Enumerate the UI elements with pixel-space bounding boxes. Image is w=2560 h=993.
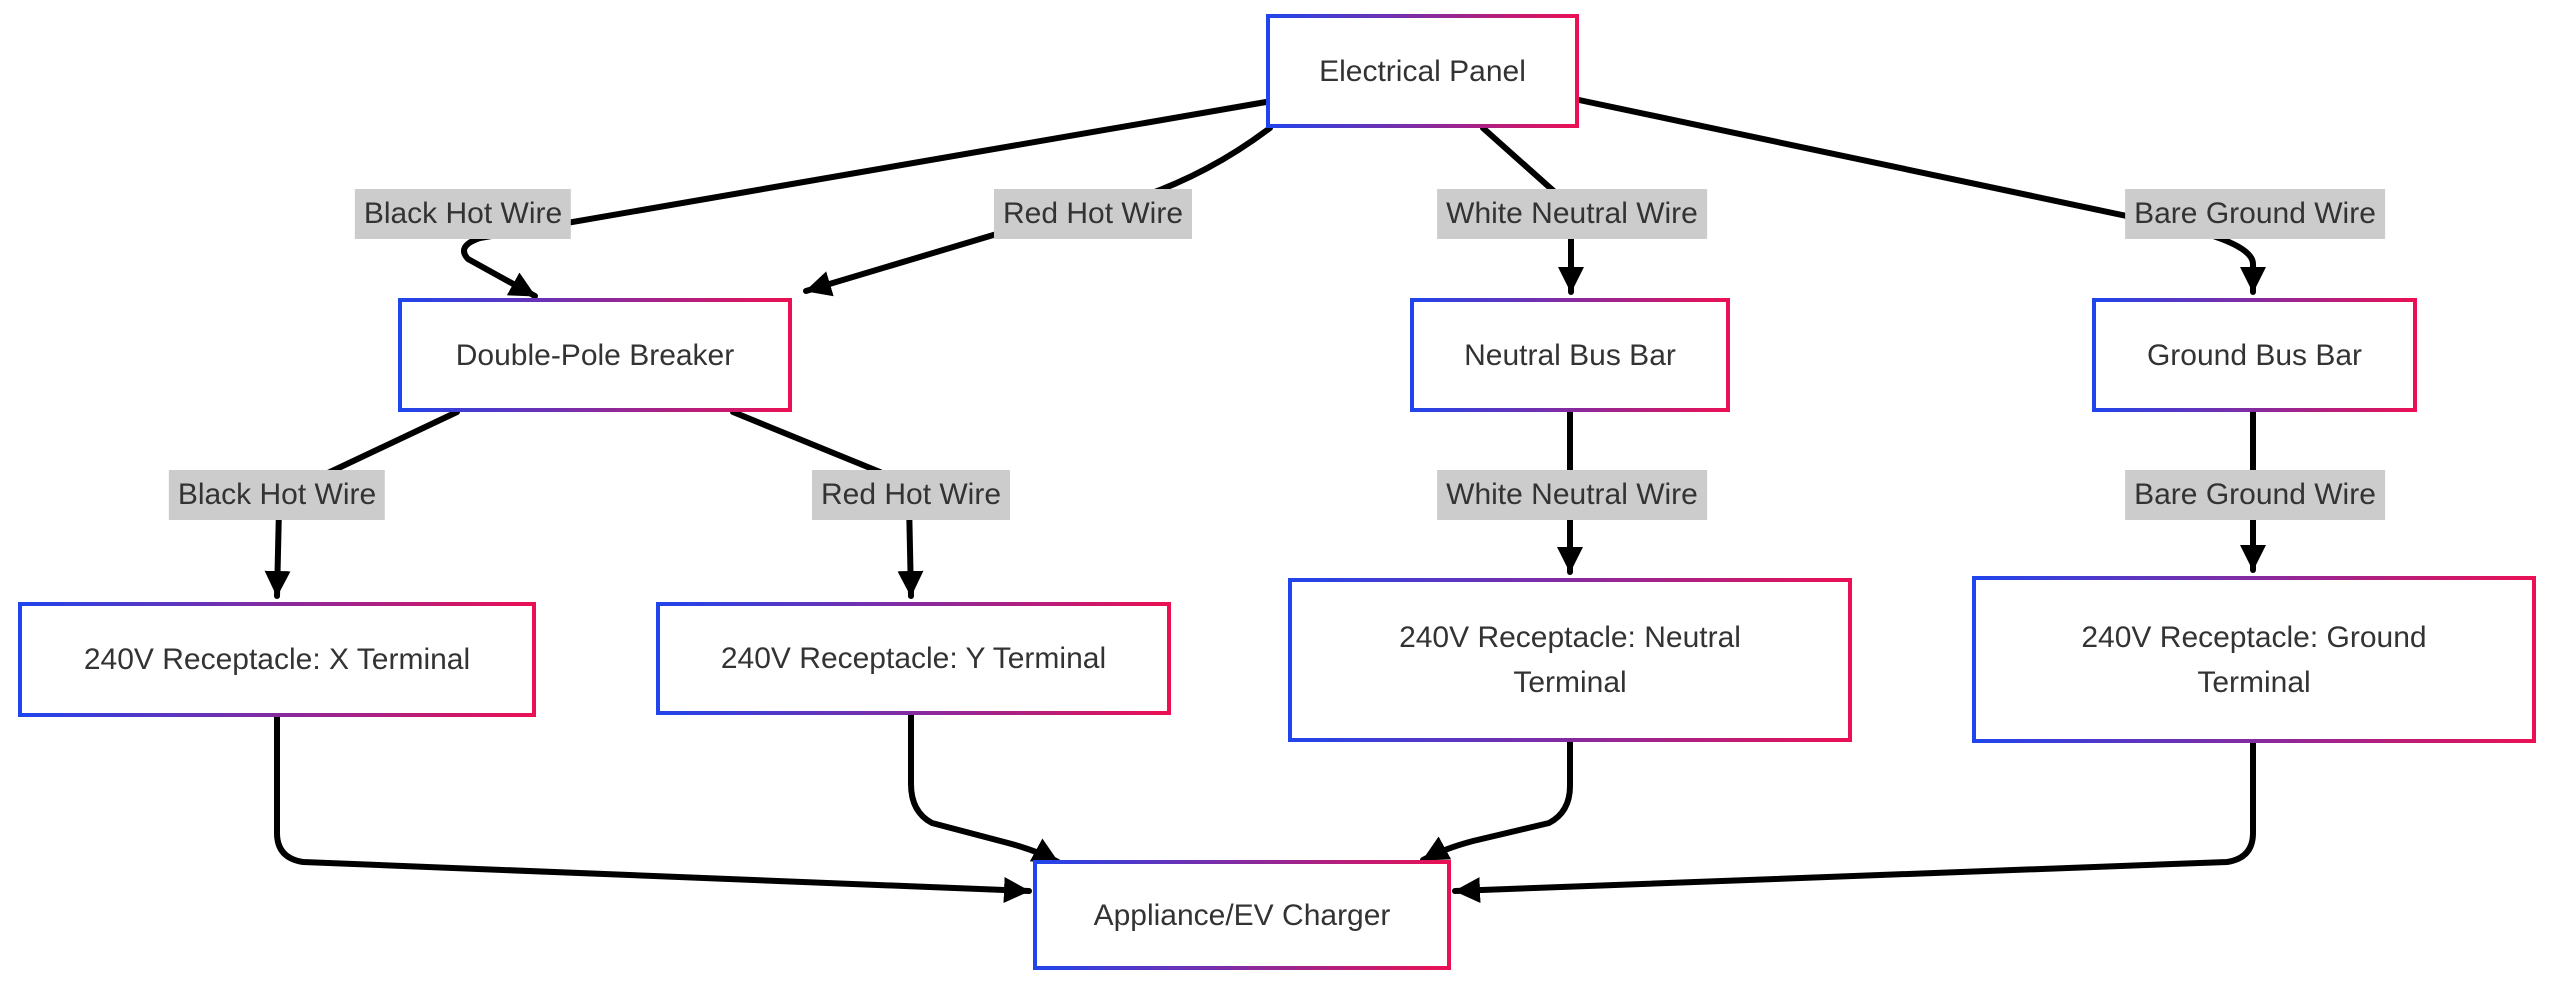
edge-receptacle-ground-to-appliance [1452, 740, 2256, 904]
node-box: Appliance/EV Charger [1037, 864, 1447, 966]
node-box: 240V Receptacle: Y Terminal [660, 606, 1167, 711]
edge-label-red-hot-wire-bottom: Red Hot Wire [811, 470, 1011, 520]
edge-label-white-neutral-wire-bottom: White Neutral Wire [1437, 470, 1707, 520]
node-box: Ground Bus Bar [2096, 302, 2413, 408]
node-box: Double-Pole Breaker [402, 302, 788, 408]
edge-receptacle-y-to-appliance [908, 712, 1061, 865]
node-label: 240V Receptacle: Y Terminal [720, 642, 1107, 675]
edge-label-bare-ground-wire-bottom: Bare Ground Wire [2125, 470, 2385, 520]
node-label: Ground Bus Bar [2146, 338, 2363, 372]
edge-label-black-hot-wire-top: Black Hot Wire [354, 189, 572, 239]
node-receptacle-neutral-terminal: 240V Receptacle: Neutral Terminal [1288, 578, 1852, 742]
node-receptacle-y-terminal: 240V Receptacle: Y Terminal [656, 602, 1171, 715]
edge-label-white-neutral-wire-top: White Neutral Wire [1437, 189, 1707, 239]
edge-receptacle-neutral-to-appliance [1420, 739, 1573, 863]
edge-label-black-hot-wire-bottom: Black Hot Wire [168, 470, 386, 520]
node-neutral-bus-bar: Neutral Bus Bar [1410, 298, 1730, 412]
node-label: 240V Receptacle: X Terminal [83, 643, 471, 676]
node-label: 240V Receptacle: Neutral Terminal [1399, 621, 1741, 699]
node-label: 240V Receptacle: Ground Terminal [2081, 620, 2427, 699]
node-appliance-ev-charger: Appliance/EV Charger [1033, 860, 1451, 970]
node-label: Double-Pole Breaker [455, 338, 735, 372]
edge-receptacle-x-to-appliance [274, 714, 1032, 903]
node-receptacle-ground-terminal: 240V Receptacle: Ground Terminal [1972, 576, 2536, 743]
node-ground-bus-bar: Ground Bus Bar [2092, 298, 2417, 412]
node-label: Appliance/EV Charger [1093, 898, 1391, 932]
node-receptacle-x-terminal: 240V Receptacle: X Terminal [18, 602, 536, 717]
node-box: Electrical Panel [1270, 18, 1575, 124]
node-box: 240V Receptacle: Neutral Terminal [1292, 582, 1848, 738]
node-double-pole-breaker: Double-Pole Breaker [398, 298, 792, 412]
node-label: Neutral Bus Bar [1464, 338, 1676, 372]
edge-label-red-hot-wire-top: Red Hot Wire [993, 189, 1193, 239]
node-label: Electrical Panel [1319, 54, 1526, 88]
node-box: Neutral Bus Bar [1414, 302, 1726, 408]
node-box: 240V Receptacle: Ground Terminal [1976, 580, 2532, 739]
node-electrical-panel: Electrical Panel [1266, 14, 1579, 128]
node-box: 240V Receptacle: X Terminal [22, 606, 532, 713]
edge-label-bare-ground-wire-top: Bare Ground Wire [2125, 189, 2385, 239]
